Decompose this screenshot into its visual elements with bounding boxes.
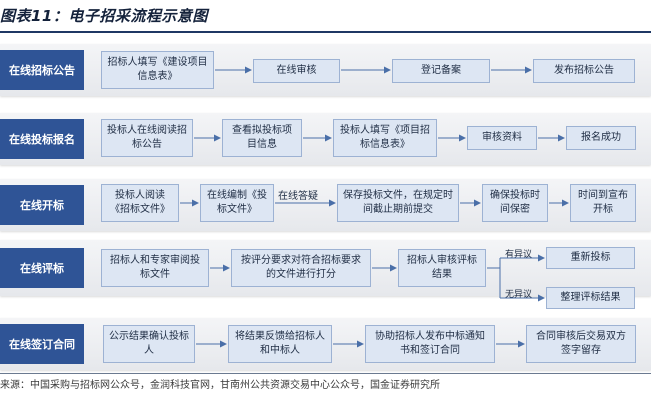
stage-1-label: 在线招标公告: [0, 50, 84, 90]
title-divider: [0, 31, 651, 33]
step-3-3: 保存投标文件，在规定时间截止期前提交: [337, 184, 459, 222]
step-2-2: 查看拟投标项目信息: [222, 119, 302, 157]
step-3-5: 时间到宣布开标: [570, 184, 636, 222]
step-1-1: 招标人填写《建设项目信息表》: [101, 51, 214, 89]
stage-5-label: 在线签订合同: [0, 324, 84, 364]
step-4-1: 招标人和专家审阅投标文件: [101, 249, 209, 287]
step-2-4: 审核资料: [467, 126, 537, 150]
step-4-3: 招标人审核评标结果: [398, 249, 486, 287]
step-1-4: 发布招标公告: [533, 59, 635, 83]
branch-label-no-objection: 无异议: [505, 290, 533, 300]
step-5-4: 合同审核后交易双方签字留存: [526, 325, 636, 363]
step-5-3: 协助招标人发布中标通知书和签订合同: [365, 325, 495, 363]
step-3-1: 投标人阅读《招标文件》: [101, 184, 179, 222]
step-1-3: 登记备案: [392, 59, 490, 83]
stage-3-label: 在线开标: [0, 185, 84, 225]
source-note: 来源：中国采购与招标网公众号，金润科技官网，甘南州公共资源交易中心公众号，国金证…: [0, 380, 440, 391]
stage-4-label: 在线评标: [0, 248, 84, 288]
step-3-2: 在线编制《投标文件》: [200, 184, 274, 222]
qa-label: 在线答疑: [278, 191, 318, 202]
step-1-2: 在线审核: [253, 59, 340, 83]
stage-2-label: 在线投标报名: [0, 119, 84, 159]
source-divider: [0, 373, 651, 374]
figure-title: 图表11：电子招采流程示意图: [0, 7, 208, 25]
step-4-retender: 重新投标: [546, 247, 635, 269]
step-4-organize: 整理评标结果: [546, 287, 635, 309]
step-2-1: 投标人在线阅读招标公告: [101, 119, 193, 157]
step-2-3: 投标人填写《项目招标信息表》: [333, 119, 437, 157]
step-5-2: 将结果反馈给招标人和中标人: [228, 325, 332, 363]
step-5-1: 公示结果确认投标人: [103, 325, 195, 363]
step-4-2: 按评分要求对符合招标要求的文件进行打分: [231, 249, 371, 287]
step-2-5: 报名成功: [566, 126, 636, 150]
branch-label-objection: 有异议: [505, 250, 533, 260]
step-3-4: 确保投标时间保密: [482, 184, 548, 222]
